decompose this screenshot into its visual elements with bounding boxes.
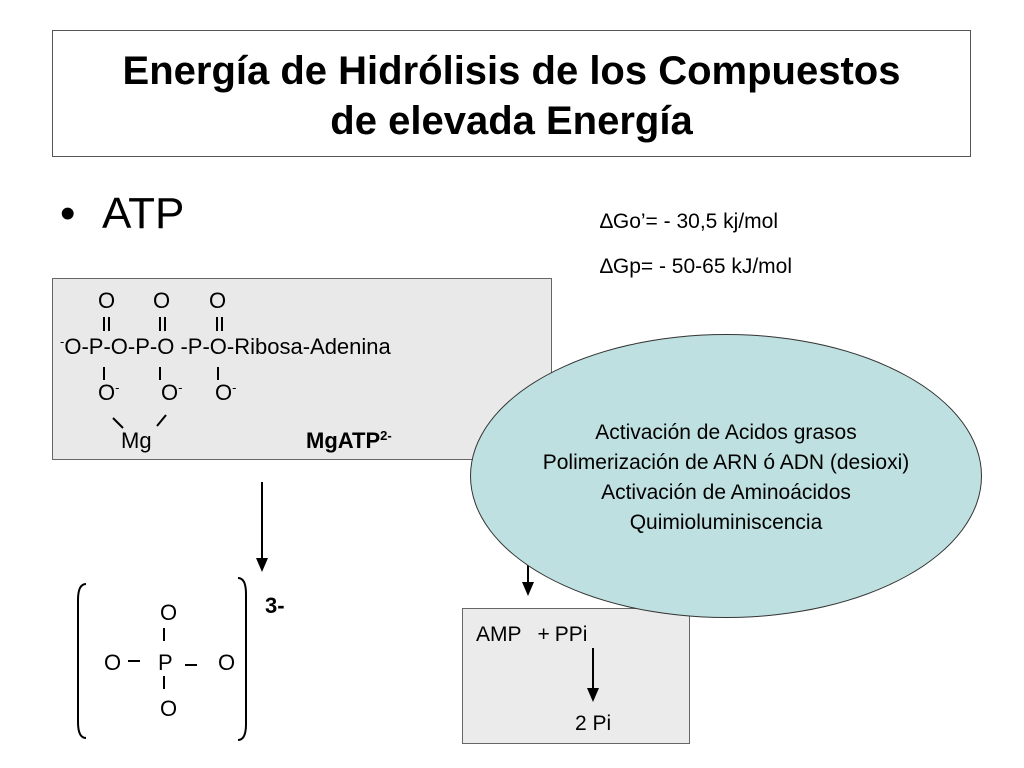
- atp-heading: ATP: [102, 189, 185, 238]
- chain-text: O-P-O-P-O -P-O-Ribosa-Adenina: [64, 334, 391, 359]
- plus-sign: +: [537, 623, 550, 646]
- bullet-icon: •: [60, 189, 76, 238]
- chain-charge: -: [60, 334, 65, 350]
- arrow-head-phosphate: [256, 558, 268, 572]
- atp-oxygen-bottom-1: O-: [98, 380, 120, 405]
- delta-g-standard-symbol: Go’: [612, 210, 646, 233]
- mg-bond-right: [156, 414, 167, 427]
- phosphate-oxygen-bottom: O: [160, 696, 178, 721]
- double-bond-2: [159, 317, 166, 331]
- delta-symbol: ∆: [600, 255, 613, 278]
- delta-g-standard: ∆Go’= - 30,5 kj/mol: [600, 209, 778, 235]
- application-item: Activación de Acidos grasos: [595, 421, 857, 444]
- arrow-head-two-pi: [587, 688, 599, 702]
- delta-symbol: ∆: [600, 210, 613, 233]
- products-box: [462, 608, 690, 744]
- atp-phosphate-chain: -O-P-O-P-O -P-O-Ribosa-Adenina: [60, 334, 391, 360]
- title-line-2: de elevada Energía: [330, 99, 693, 143]
- magnesium-label: Mg: [121, 428, 152, 453]
- arrow-head-products: [522, 582, 534, 596]
- phosphate-charge: 3-: [265, 593, 285, 618]
- phosphate-oxygen-left: O: [104, 650, 122, 675]
- delta-g-physiological-value: = - 50-65 kJ/mol: [640, 255, 793, 278]
- applications-list: Activación de Acidos grasos Polimerizaci…: [470, 418, 982, 538]
- ppi-label: PPi: [554, 623, 588, 646]
- atp-oxygen-bottom-3: O-: [215, 380, 237, 405]
- atp-structure-box: [52, 278, 552, 460]
- atp-oxygen-bottom-2: O-: [161, 380, 183, 405]
- atp-oxygen-top-2: O: [153, 288, 171, 313]
- delta-g-standard-value: = - 30,5 kj/mol: [645, 210, 779, 233]
- bracket-left: [77, 583, 87, 739]
- application-item: Activación de Aminoácidos: [601, 481, 851, 504]
- mgatp-complex-label: MgATP2-: [306, 428, 392, 453]
- bracket-right: [237, 577, 247, 741]
- phosphate-oxygen-right: O: [218, 650, 236, 675]
- application-item: Polimerización de ARN ó ADN (desioxi): [542, 451, 910, 474]
- mg-bond-left: [112, 417, 124, 429]
- amp-label: AMP: [476, 623, 522, 646]
- phosphate-phosphorus: P: [158, 650, 173, 675]
- atp-oxygen-top-1: O: [98, 288, 116, 313]
- double-bond-1: [103, 317, 110, 331]
- double-bond-3: [216, 317, 223, 331]
- title-line-1: Energía de Hidrólisis de los Compuestos: [122, 49, 901, 93]
- products-line: AMP +PPi: [476, 622, 587, 648]
- application-item: Quimioluminiscencia: [629, 511, 823, 534]
- title-box: Energía de Hidrólisis de los Compuestos …: [52, 30, 971, 157]
- atp-oxygen-top-3: O: [209, 288, 227, 313]
- two-pi-label: 2 Pi: [575, 712, 612, 735]
- applications-ellipse: [470, 334, 982, 618]
- delta-g-physiological-symbol: Gp: [612, 255, 641, 278]
- delta-g-physiological: ∆Gp= - 50-65 kJ/mol: [600, 254, 792, 280]
- phosphate-oxygen-top: O: [160, 600, 178, 625]
